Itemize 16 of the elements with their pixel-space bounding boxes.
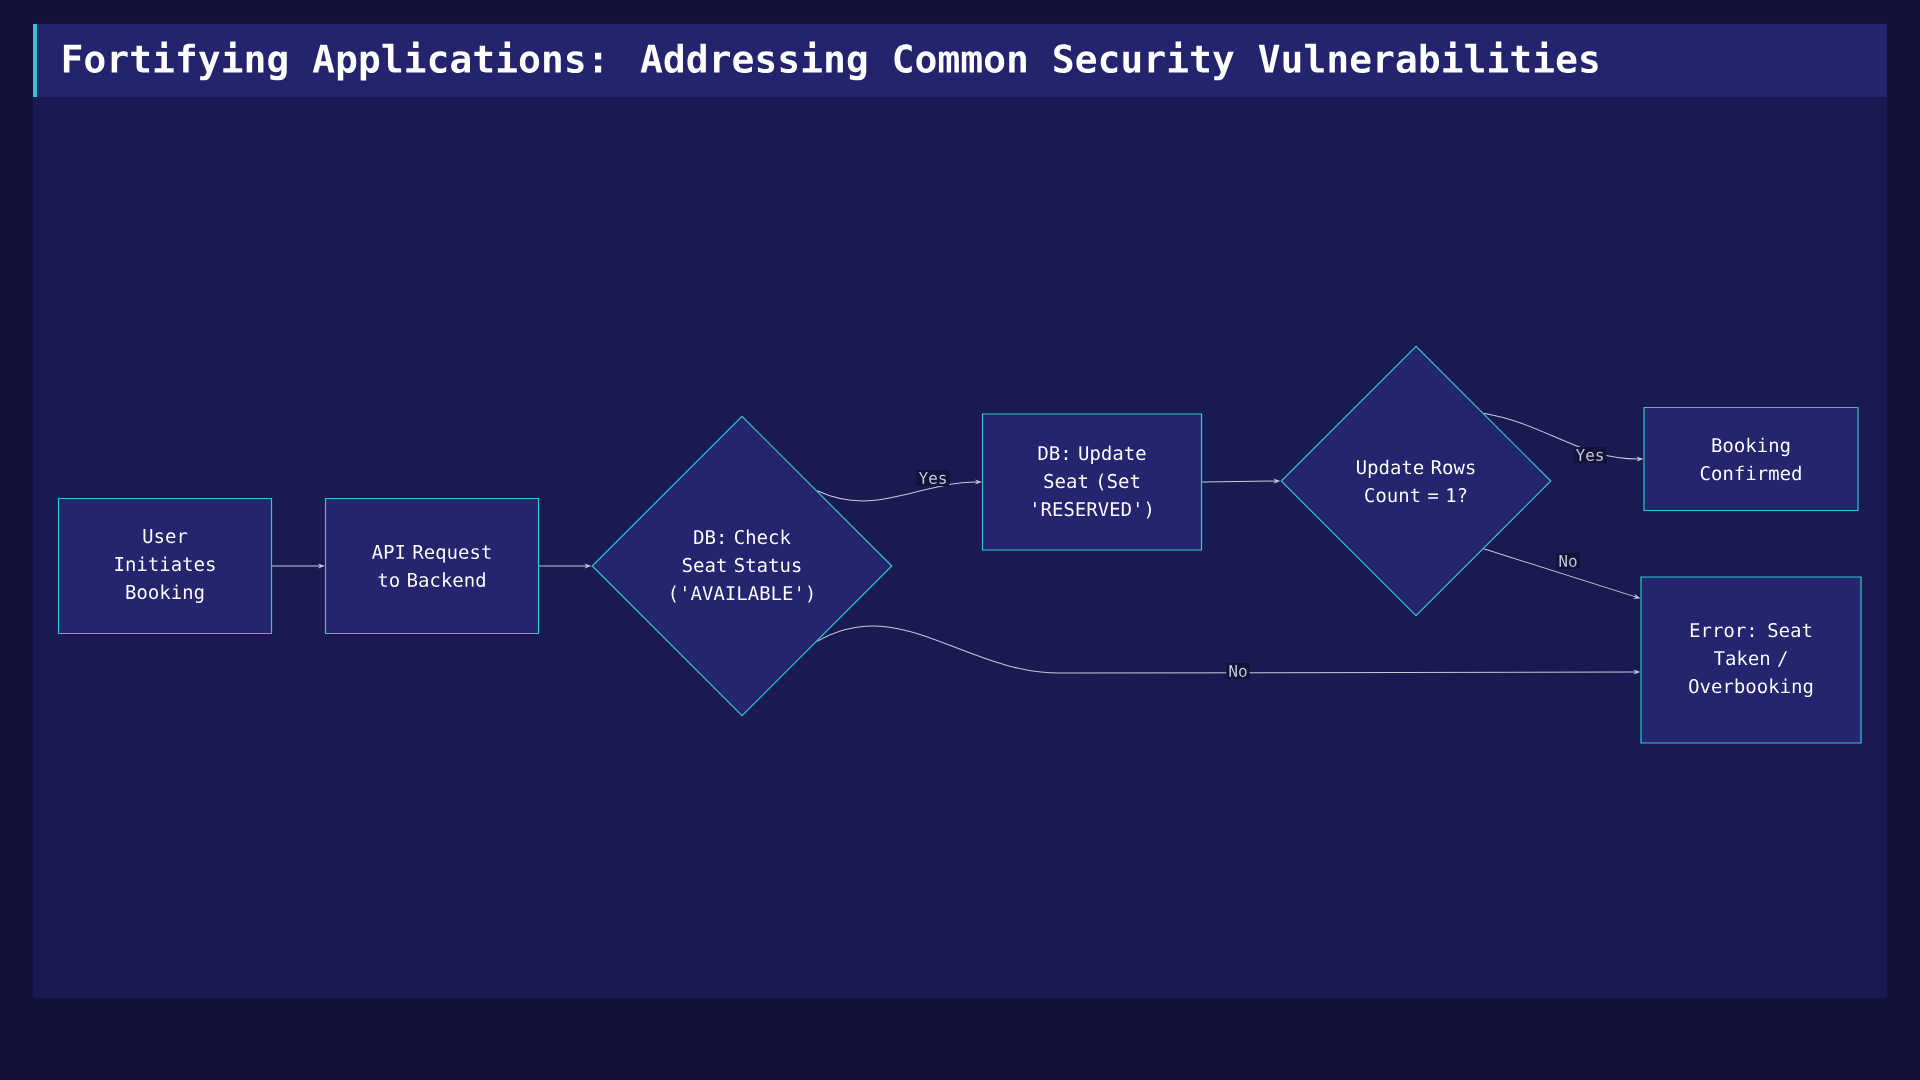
process-box: Booking Confirmed <box>1643 406 1859 512</box>
arrow <box>816 480 981 502</box>
arrow <box>1483 548 1640 599</box>
title: Fortifying Applications: Addressing Common Security Vulnerabilities <box>63 41 1598 81</box>
edge-label: No <box>1556 553 1580 569</box>
arrow <box>271 564 324 568</box>
process-box: DB: Update Seat (Set 'RESERVED') <box>981 413 1203 551</box>
arrow <box>538 564 591 568</box>
process-box: API Request to Backend <box>324 497 540 635</box>
arrow <box>816 625 1640 674</box>
edge-label: No <box>1226 663 1250 679</box>
arrow <box>1201 479 1280 483</box>
edge-label: Yes <box>1573 447 1607 463</box>
process-box: Error: Seat Taken / Overbooking <box>1640 576 1862 744</box>
edge-label: Yes <box>916 470 950 486</box>
process-box: User Initiates Booking <box>57 497 273 635</box>
